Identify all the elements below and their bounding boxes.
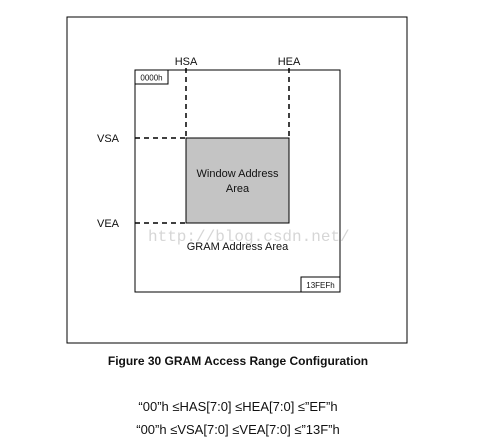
vsa-label: VSA [97, 133, 120, 145]
start-address-box [134, 69, 169, 85]
equation-vertical: “00”h ≤VSA[7:0] ≤VEA[7:0] ≤”13F”h [136, 422, 340, 437]
window-address-area [185, 137, 290, 224]
vea-label: VEA [97, 218, 120, 230]
start-address-label: 0000h [140, 74, 162, 83]
gram-area-box [134, 69, 341, 293]
hea-label: HEA [278, 56, 301, 68]
figure-caption: Figure 30 GRAM Access Range Configuratio… [107, 354, 369, 368]
equation-horizontal: “00”h ≤HAS[7:0] ≤HEA[7:0] ≤”EF”h [138, 399, 338, 414]
watermark-text: http://blog.csdn.net/ [148, 228, 350, 246]
outer-frame [66, 16, 408, 344]
end-address-box [300, 276, 341, 293]
gram-area-label: GRAM Address Area [187, 241, 289, 253]
end-address-label: 13FEFh [306, 281, 334, 290]
window-area-label-line2: Area [226, 183, 250, 195]
hsa-label: HSA [175, 56, 198, 68]
window-area-label-line1: Window Address [197, 168, 279, 180]
